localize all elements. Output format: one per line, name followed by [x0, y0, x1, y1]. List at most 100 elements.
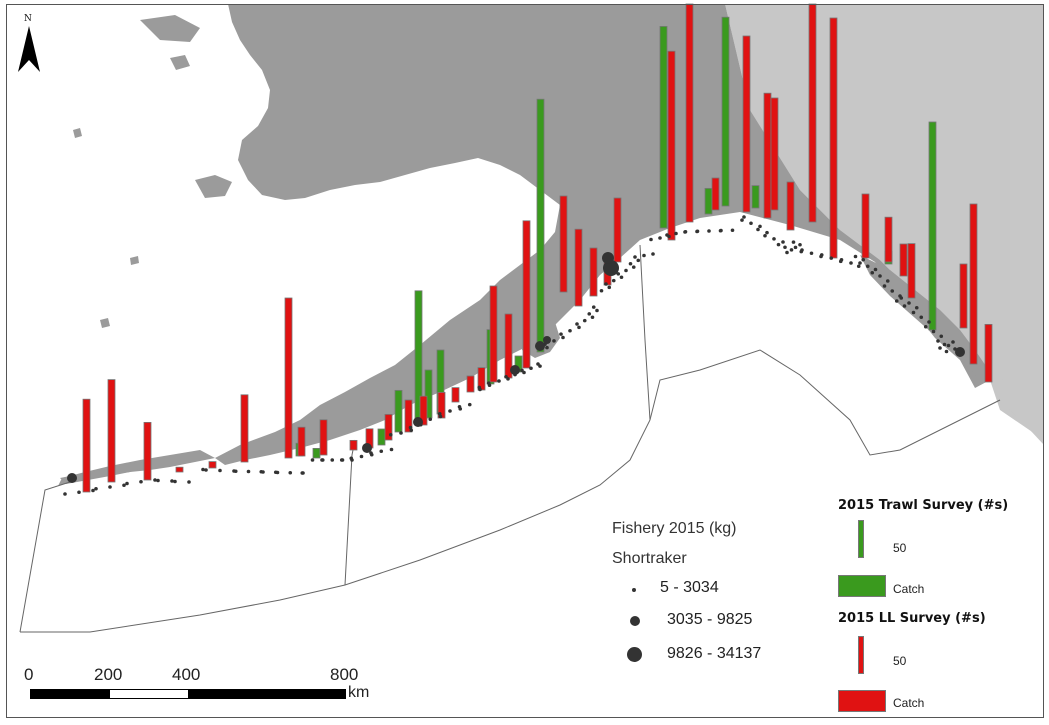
- fishery-point: [951, 340, 955, 344]
- fishery-point: [649, 237, 653, 242]
- ll-bar: [899, 243, 908, 277]
- ll-bar: [82, 398, 91, 493]
- fishery-point: [651, 252, 655, 256]
- fishery-point: [408, 425, 413, 430]
- fishery-point: [763, 233, 767, 238]
- scale-seg-3: [188, 690, 345, 698]
- fishery-point: [577, 325, 581, 330]
- ll-bar: [861, 193, 870, 259]
- fishery-point: [409, 428, 414, 433]
- ll-bar: [404, 399, 413, 433]
- ll-legend-title: 2015 LL Survey (#s): [838, 611, 986, 626]
- fishery-point-large: [413, 417, 423, 427]
- fishery-point: [858, 261, 862, 265]
- fishery-point: [125, 481, 129, 486]
- fishery-point: [885, 279, 890, 283]
- ll-bar: [770, 97, 779, 211]
- ll-bar: [384, 413, 393, 441]
- fishery-point: [611, 278, 616, 283]
- management-boundary: [20, 349, 1001, 633]
- fishery-point: [683, 229, 688, 234]
- fishery-point: [607, 285, 612, 290]
- fishery-point: [939, 334, 944, 339]
- fishery-point: [861, 257, 866, 262]
- fishery-point: [173, 479, 177, 484]
- fishery-point: [783, 245, 787, 250]
- fishery-point: [590, 315, 595, 320]
- fishery-point: [791, 240, 796, 244]
- trawl-bar: [536, 98, 545, 353]
- trawl-bar: [721, 16, 730, 207]
- ll-bar: [884, 216, 893, 263]
- fishery-point: [674, 231, 678, 236]
- fishery-point: [587, 312, 592, 316]
- fishery-point: [927, 320, 931, 324]
- fishery-point: [931, 329, 936, 334]
- ll-bar: [437, 391, 446, 419]
- trawl-legend-title: 2015 Trawl Survey (#s): [838, 498, 1009, 513]
- fishery-symbol-large: [627, 647, 642, 662]
- trawl-bar: [928, 121, 937, 331]
- scale-unit: km: [348, 684, 370, 701]
- fishery-point: [561, 335, 565, 340]
- alaska-mainland: [215, 4, 990, 465]
- fishery-point-large: [602, 252, 614, 264]
- fishery-point: [936, 339, 940, 343]
- trawl-bar: [312, 447, 321, 459]
- fishery-point: [907, 301, 911, 305]
- fishery-point: [389, 447, 394, 452]
- ll-bar: [349, 439, 358, 451]
- ll-bar: [786, 181, 795, 231]
- fishery-point: [742, 215, 746, 219]
- ll-bar: [175, 466, 184, 473]
- ll-bar: [613, 197, 622, 263]
- fishery-point-large: [362, 443, 372, 453]
- fishery-point: [707, 229, 711, 233]
- fishery-point: [448, 409, 452, 413]
- fishery-point: [599, 288, 604, 293]
- ll-bar: [969, 203, 978, 365]
- trawl-bar: [751, 185, 760, 209]
- fishery-point: [789, 248, 794, 252]
- trawl-catch-label: Catch: [893, 582, 925, 596]
- fishery-legend-species: Shortraker: [612, 550, 687, 567]
- fishery-point: [853, 254, 858, 259]
- ll-bar: [984, 323, 993, 383]
- fishery-point: [628, 261, 633, 266]
- scale-seg-2: [109, 690, 188, 698]
- fishery-points: [63, 215, 965, 496]
- fishery-point: [809, 251, 814, 256]
- island-small-2: [100, 318, 110, 328]
- fishery-point: [369, 451, 373, 455]
- fishery-point-large: [510, 365, 520, 375]
- area-line-1: [19, 481, 71, 633]
- fishery-point: [575, 322, 579, 326]
- ll-catch-swatch: [838, 690, 886, 712]
- area-line-3: [639, 244, 651, 421]
- ll-bar: [297, 426, 306, 457]
- ll-bar: [589, 247, 598, 297]
- nunivak-island: [195, 175, 232, 198]
- fishery-point: [923, 324, 928, 329]
- fishery-point-large: [535, 341, 545, 351]
- fishery-point: [595, 308, 599, 313]
- ll-bar: [522, 220, 531, 369]
- fishery-point: [77, 490, 81, 495]
- ll-bar: [667, 50, 676, 241]
- fishery-point: [799, 249, 804, 254]
- fishery-point: [497, 379, 501, 383]
- fishery-legend-title: Fishery 2015 (kg): [612, 520, 737, 537]
- fishery-point: [187, 480, 191, 484]
- fishery-point-large: [543, 336, 551, 344]
- fishery-point-large: [603, 260, 619, 276]
- fishery-point: [379, 449, 384, 454]
- fishery-point: [552, 339, 556, 343]
- ll-bar: [489, 285, 498, 383]
- fishery-point: [300, 471, 305, 475]
- fishery-point: [776, 242, 781, 247]
- fishery-point-large: [955, 347, 965, 357]
- ll-legend-value: 50: [893, 654, 907, 668]
- fishery-point: [428, 417, 433, 422]
- fishery-point: [849, 261, 853, 265]
- ll-bar: [107, 379, 116, 483]
